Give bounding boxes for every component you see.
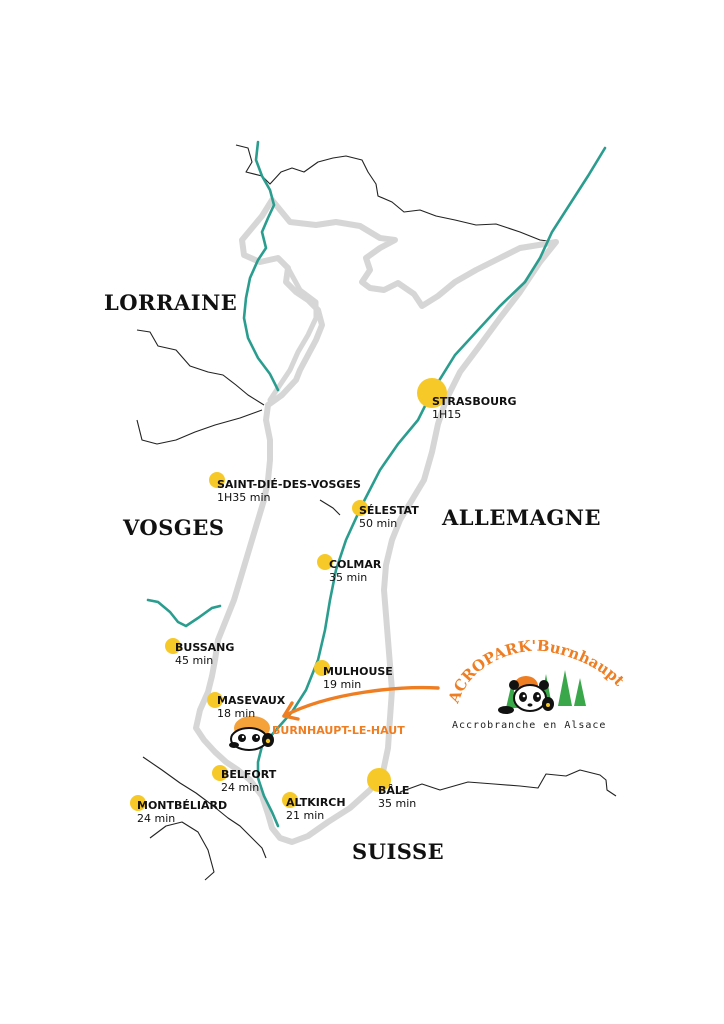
- city-label-montbeliard: MONTBÉLIARD 24 min: [137, 799, 227, 825]
- border-south-west-2: [149, 821, 215, 881]
- city-time: 45 min: [175, 654, 214, 667]
- city-label-bale: BÂLE 35 min: [378, 784, 416, 810]
- city-label-masevaux: MASEVAUX 18 min: [217, 694, 285, 720]
- home-marker: [229, 716, 274, 751]
- city-name: SÉLESTAT: [359, 504, 419, 517]
- logo-tagline: Accrobranche en Alsace: [452, 720, 607, 731]
- border-swiss-rhine: [399, 769, 617, 797]
- route-vosges-west: [242, 140, 280, 392]
- city-name: BELFORT: [221, 768, 277, 781]
- panda-mascot-icon: [498, 676, 554, 714]
- city-time: 24 min: [137, 812, 176, 825]
- city-name: SAINT-DIÉ-DES-VOSGES: [217, 478, 361, 491]
- route-main: [256, 146, 607, 828]
- home-label: BURNHAUPT-LE-HAUT: [272, 724, 405, 737]
- region-label-allemagne: ALLEMAGNE: [442, 505, 602, 530]
- city-name: BUSSANG: [175, 641, 235, 654]
- route-bussang-link: [146, 598, 222, 628]
- border-small-tick: [319, 499, 341, 516]
- region-label-lorraine: LORRAINE: [104, 290, 238, 315]
- routes: [146, 140, 607, 828]
- city-label-colmar: COLMAR 35 min: [329, 558, 381, 584]
- border-lorraine-upper: [136, 329, 265, 406]
- city-label-mulhouse: MULHOUSE 19 min: [323, 665, 393, 691]
- border-south-west: [142, 756, 267, 859]
- city-label-saint-die: SAINT-DIÉ-DES-VOSGES 1H35 min: [217, 478, 361, 504]
- border-lorraine-lower: [136, 409, 263, 445]
- city-name: ALTKIRCH: [286, 796, 346, 809]
- city-label-selestat: SÉLESTAT 50 min: [359, 504, 419, 530]
- city-label-strasbourg: STRASBOURG 1H15: [432, 395, 517, 421]
- border-north: [235, 144, 557, 243]
- alsace-inner-outline: [267, 265, 319, 403]
- region-label-vosges: VOSGES: [123, 515, 225, 540]
- city-time: 1H35 min: [217, 491, 271, 504]
- home-arrow: [282, 685, 440, 721]
- city-time: 35 min: [378, 797, 417, 810]
- city-name: BÂLE: [378, 784, 410, 797]
- city-name: MULHOUSE: [323, 665, 393, 678]
- city-time: 35 min: [329, 571, 368, 584]
- city-time: 19 min: [323, 678, 362, 691]
- city-label-altkirch: ALTKIRCH 21 min: [286, 796, 346, 822]
- region-label-suisse: SUISSE: [352, 839, 445, 864]
- city-time: 50 min: [359, 517, 398, 530]
- acropark-logo: ACROPARK'Burnhaupt: [444, 640, 628, 714]
- city-name: MASEVAUX: [217, 694, 286, 707]
- city-time: 21 min: [286, 809, 325, 822]
- city-name: MONTBÉLIARD: [137, 799, 228, 812]
- city-label-belfort: BELFORT 24 min: [221, 768, 276, 794]
- alsace-outline: [193, 197, 559, 845]
- city-name: STRASBOURG: [432, 395, 517, 408]
- city-time: 18 min: [217, 707, 256, 720]
- city-time: 24 min: [221, 781, 260, 794]
- city-name: COLMAR: [329, 558, 382, 571]
- city-label-bussang: BUSSANG 45 min: [175, 641, 234, 667]
- city-time: 1H15: [432, 408, 462, 421]
